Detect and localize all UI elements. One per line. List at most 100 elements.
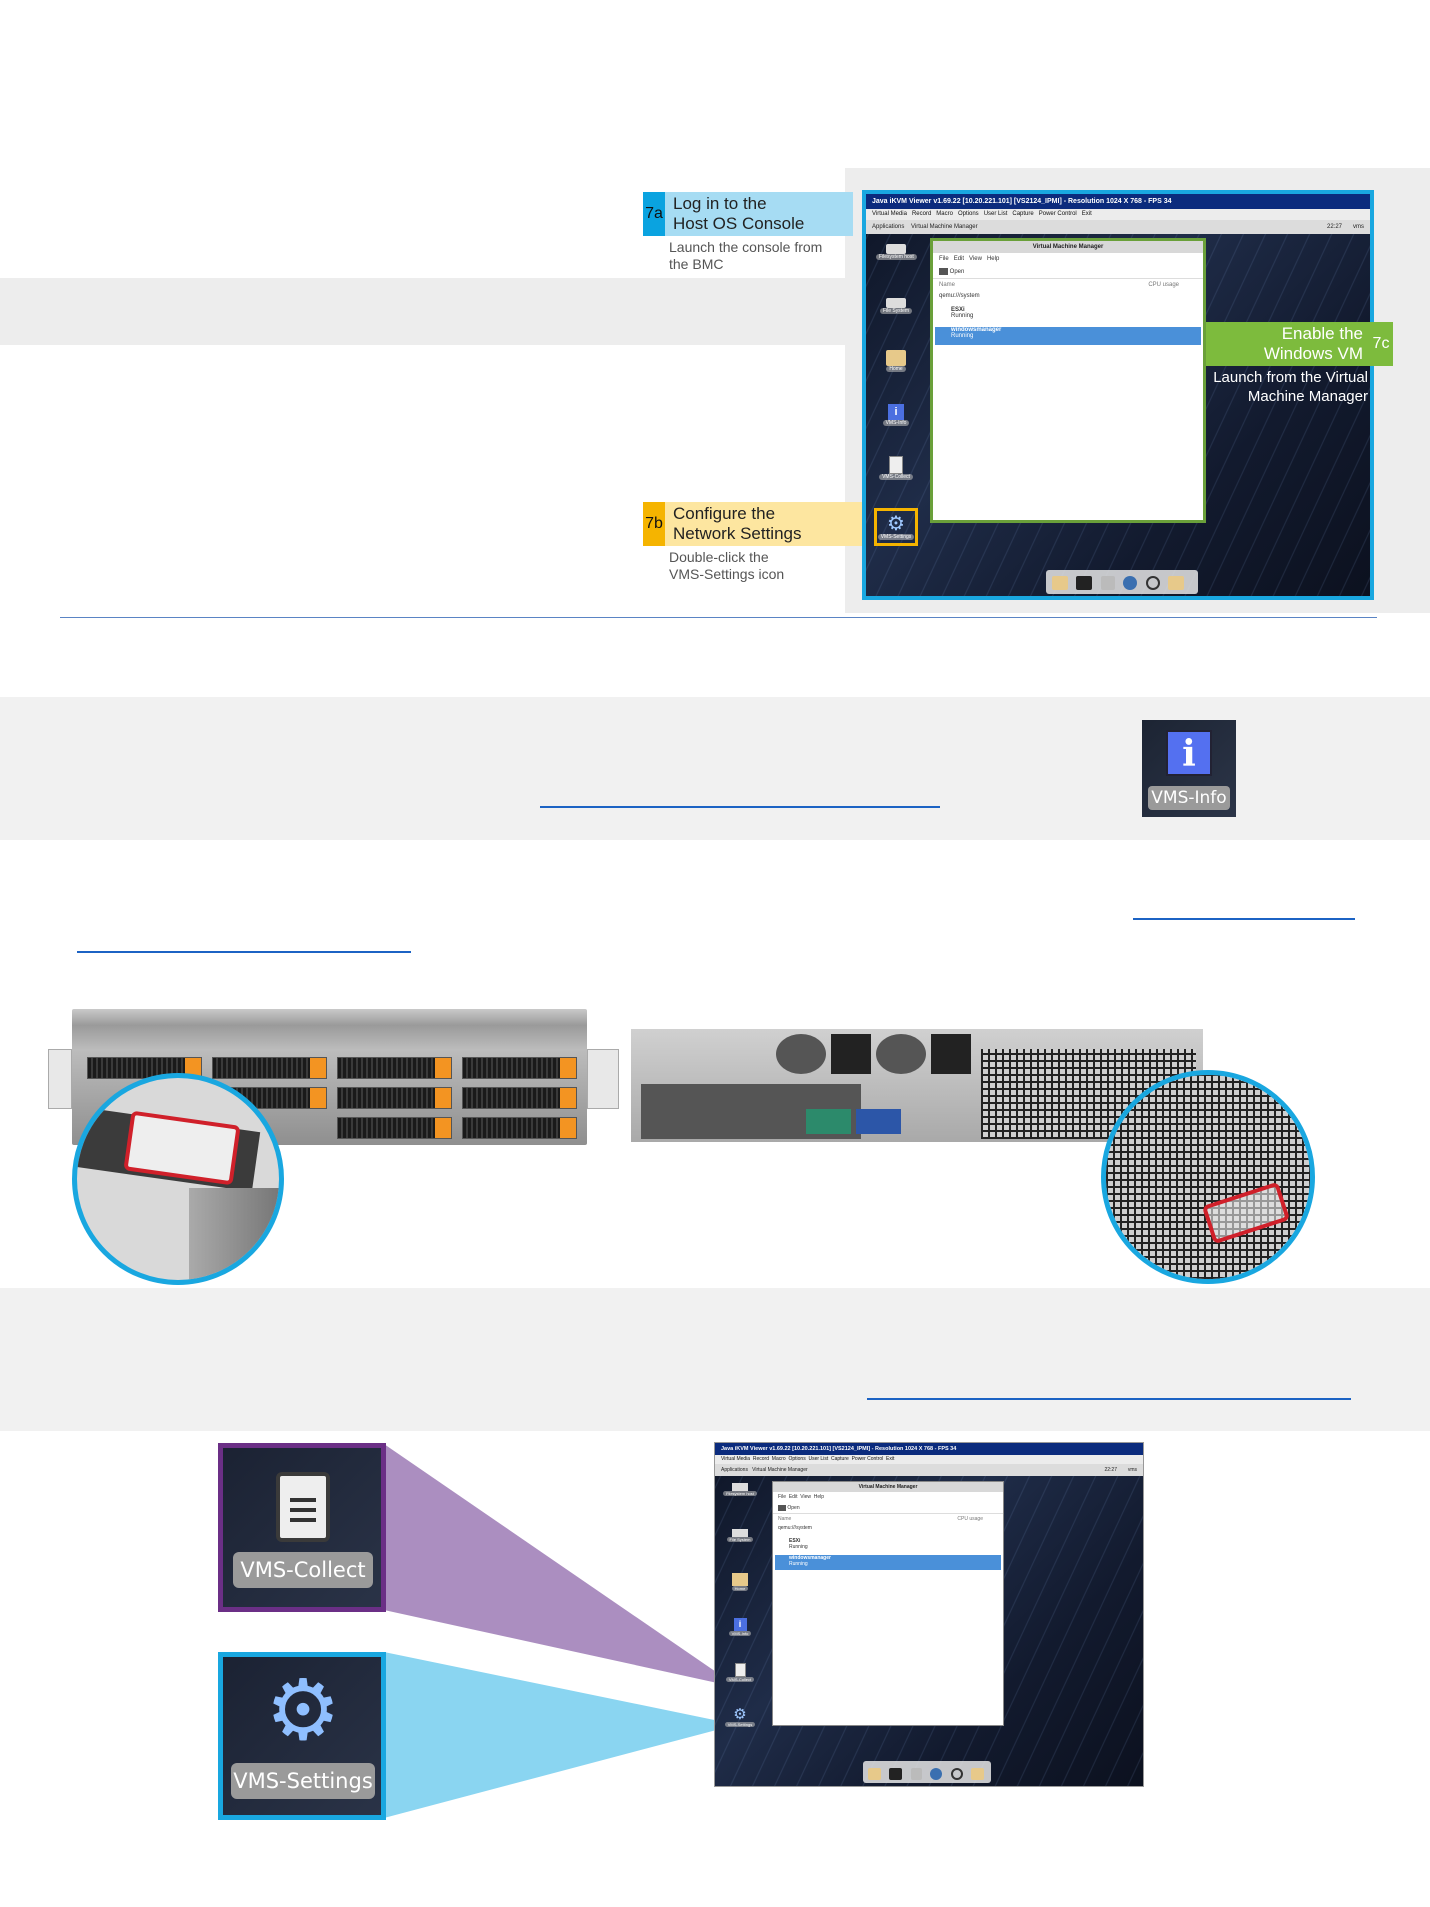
callout-7c-subtitle: Launch from the Virtual Machine Manager <box>1190 368 1368 406</box>
folder-icon[interactable] <box>971 1767 985 1780</box>
vmm-menu-edit[interactable]: Edit <box>953 256 965 262</box>
desktop-icon-label: VMS-Settings <box>724 1722 756 1727</box>
callout-7c-sub-2: Machine Manager <box>1247 388 1368 405</box>
console-menu-capture[interactable]: Capture <box>831 1456 849 1462</box>
console-menu-options[interactable]: Options <box>957 211 979 217</box>
vmm-group: qemu:///system <box>939 293 980 299</box>
monitor-icon <box>939 267 948 275</box>
callout-7c-title-2: Windows VM <box>1263 344 1363 363</box>
terminal-icon[interactable] <box>889 1767 903 1780</box>
desktop-icon-home[interactable]: Home <box>723 1573 757 1591</box>
callout-7a-sub-1: Launch the console from <box>669 239 823 255</box>
callout-7c-title-1: Enable the <box>1281 324 1363 343</box>
search-icon[interactable] <box>1145 575 1160 590</box>
vmm-menu-view[interactable]: View <box>800 1494 811 1500</box>
vmm-open-button[interactable]: Open <box>787 1505 800 1511</box>
vmm-open-button[interactable]: Open <box>949 269 965 275</box>
link-underline[interactable] <box>77 951 411 953</box>
vmm-row-esxi[interactable]: ESXi Running <box>775 1538 1001 1553</box>
folder-icon[interactable] <box>868 1767 881 1780</box>
console-titlebar: Java iKVM Viewer v1.69.22 [10.20.221.101… <box>715 1443 1143 1455</box>
section-divider <box>60 617 1377 618</box>
vms-collect-label: VMS-Collect <box>233 1552 373 1588</box>
console-menu-macro[interactable]: Macro <box>771 1456 786 1462</box>
desktop-icon-vms-collect[interactable]: VMS-Collect <box>723 1663 757 1682</box>
console-menu-power-control[interactable]: Power Control <box>851 1456 884 1462</box>
vm-state: Running <box>789 1561 808 1567</box>
terminal-icon[interactable] <box>1076 575 1093 590</box>
folder-icon[interactable] <box>1052 575 1068 590</box>
gear-icon: ⚙ <box>887 513 905 535</box>
document-icon[interactable] <box>1100 575 1115 590</box>
console-menu-exit[interactable]: Exit <box>1081 211 1092 217</box>
callout-7b-sub-1: Double-click the <box>669 549 769 565</box>
globe-icon[interactable] <box>930 1767 943 1780</box>
taskbar-applications[interactable]: Applications <box>721 1467 748 1473</box>
folder-icon[interactable] <box>1168 575 1185 590</box>
console-menu-record[interactable]: Record <box>911 211 932 217</box>
document-icon[interactable] <box>910 1767 922 1780</box>
folder-icon <box>732 1573 748 1586</box>
vmm-menu-help[interactable]: Help <box>986 256 1000 262</box>
desktop-icon-vms-info[interactable]: i VMS-Info <box>876 404 916 426</box>
desktop-icon-vms-collect[interactable]: VMS-Collect <box>876 456 916 480</box>
callout-7b-subtitle: Double-click the VMS-Settings icon <box>669 549 784 583</box>
desktop-icon-file-system[interactable]: File System <box>876 298 916 314</box>
taskbar-applications[interactable]: Applications <box>872 224 905 230</box>
desktop-icon-vms-settings[interactable]: ⚙ VMS-Settings <box>723 1707 757 1727</box>
console-menubar: Virtual Media Record Macro Options User … <box>866 209 1370 220</box>
vmm-col-name: Name <box>939 282 956 288</box>
callout-7a-subtitle: Launch the console from the BMC <box>669 239 822 273</box>
callout-7c-sub-1: Launch from the Virtual <box>1213 369 1368 386</box>
vga-port <box>806 1109 851 1134</box>
vm-name: ESXi <box>789 1538 801 1544</box>
desktop-icon-filesystem-host[interactable]: Filesystem host <box>876 244 917 260</box>
console-menu-user-list[interactable]: User List <box>983 211 1008 217</box>
vmm-menu-view[interactable]: View <box>969 256 982 262</box>
vmm-menu-file[interactable]: File <box>778 1494 787 1500</box>
vmm-row-esxi[interactable]: ESXi Running <box>935 307 1201 325</box>
left-band-7 <box>0 278 845 345</box>
console-menu-virtual-media[interactable]: Virtual Media <box>721 1456 751 1462</box>
taskbar-vmm-window[interactable]: Virtual Machine Manager <box>911 224 978 230</box>
console-menu-exit[interactable]: Exit <box>886 1456 895 1462</box>
gear-icon: ⚙ <box>265 1661 341 1759</box>
desktop-icon-file-system[interactable]: File System <box>723 1529 757 1542</box>
desktop-icon-vms-info[interactable]: i VMS-Info <box>723 1618 757 1636</box>
console-menu-user-list[interactable]: User List <box>808 1456 829 1462</box>
desktop-icon-vms-settings[interactable]: ⚙ VMS-Settings <box>874 508 918 546</box>
taskbar-vmm-window[interactable]: Virtual Machine Manager <box>752 1467 808 1473</box>
vmm-menu-help[interactable]: Help <box>813 1494 825 1500</box>
psu-fan <box>876 1034 926 1074</box>
desktop-icon-filesystem-host[interactable]: Filesystem host <box>723 1483 757 1496</box>
console-menubar: Virtual Media Record Macro Options User … <box>715 1455 1143 1464</box>
console-menu-record[interactable]: Record <box>752 1456 769 1462</box>
vmm-row-windows[interactable]: windowsmanager Running <box>775 1555 1001 1570</box>
zoom-beams <box>384 1444 724 1818</box>
desktop-icon-home[interactable]: Home <box>876 350 916 372</box>
drive-icon <box>886 244 906 254</box>
link-underline[interactable] <box>540 806 940 808</box>
vmm-row-windows[interactable]: windowsmanager Running <box>935 327 1201 345</box>
console-menu-virtual-media[interactable]: Virtual Media <box>872 211 907 217</box>
desktop-icon-label: VMS-Collect <box>725 1677 755 1682</box>
console-menu-macro[interactable]: Macro <box>936 211 953 217</box>
search-icon[interactable] <box>950 1767 963 1780</box>
console-menu-options[interactable]: Options <box>788 1456 806 1462</box>
callout-7b-title-2: Network Settings <box>673 524 802 543</box>
console-menu-power-control[interactable]: Power Control <box>1038 211 1077 217</box>
link-underline[interactable] <box>1133 918 1355 920</box>
vm-name: windowsmanager <box>789 1555 831 1561</box>
globe-icon[interactable] <box>1123 575 1138 590</box>
desktop-icon-label: Home <box>731 1586 749 1591</box>
vmm-menu-file[interactable]: File <box>939 256 949 262</box>
console-screenshot-small: Java iKVM Viewer v1.69.22 [10.20.221.101… <box>714 1442 1144 1787</box>
vms-settings-label: VMS-Settings <box>231 1763 375 1799</box>
link-underline[interactable] <box>867 1398 1351 1400</box>
callout-7a-title-2: Host OS Console <box>673 214 805 233</box>
zoom-serial-label <box>72 1073 284 1285</box>
console-menu-capture[interactable]: Capture <box>1012 211 1034 217</box>
serial-port <box>856 1109 901 1134</box>
vmm-menu-edit[interactable]: Edit <box>788 1494 798 1500</box>
